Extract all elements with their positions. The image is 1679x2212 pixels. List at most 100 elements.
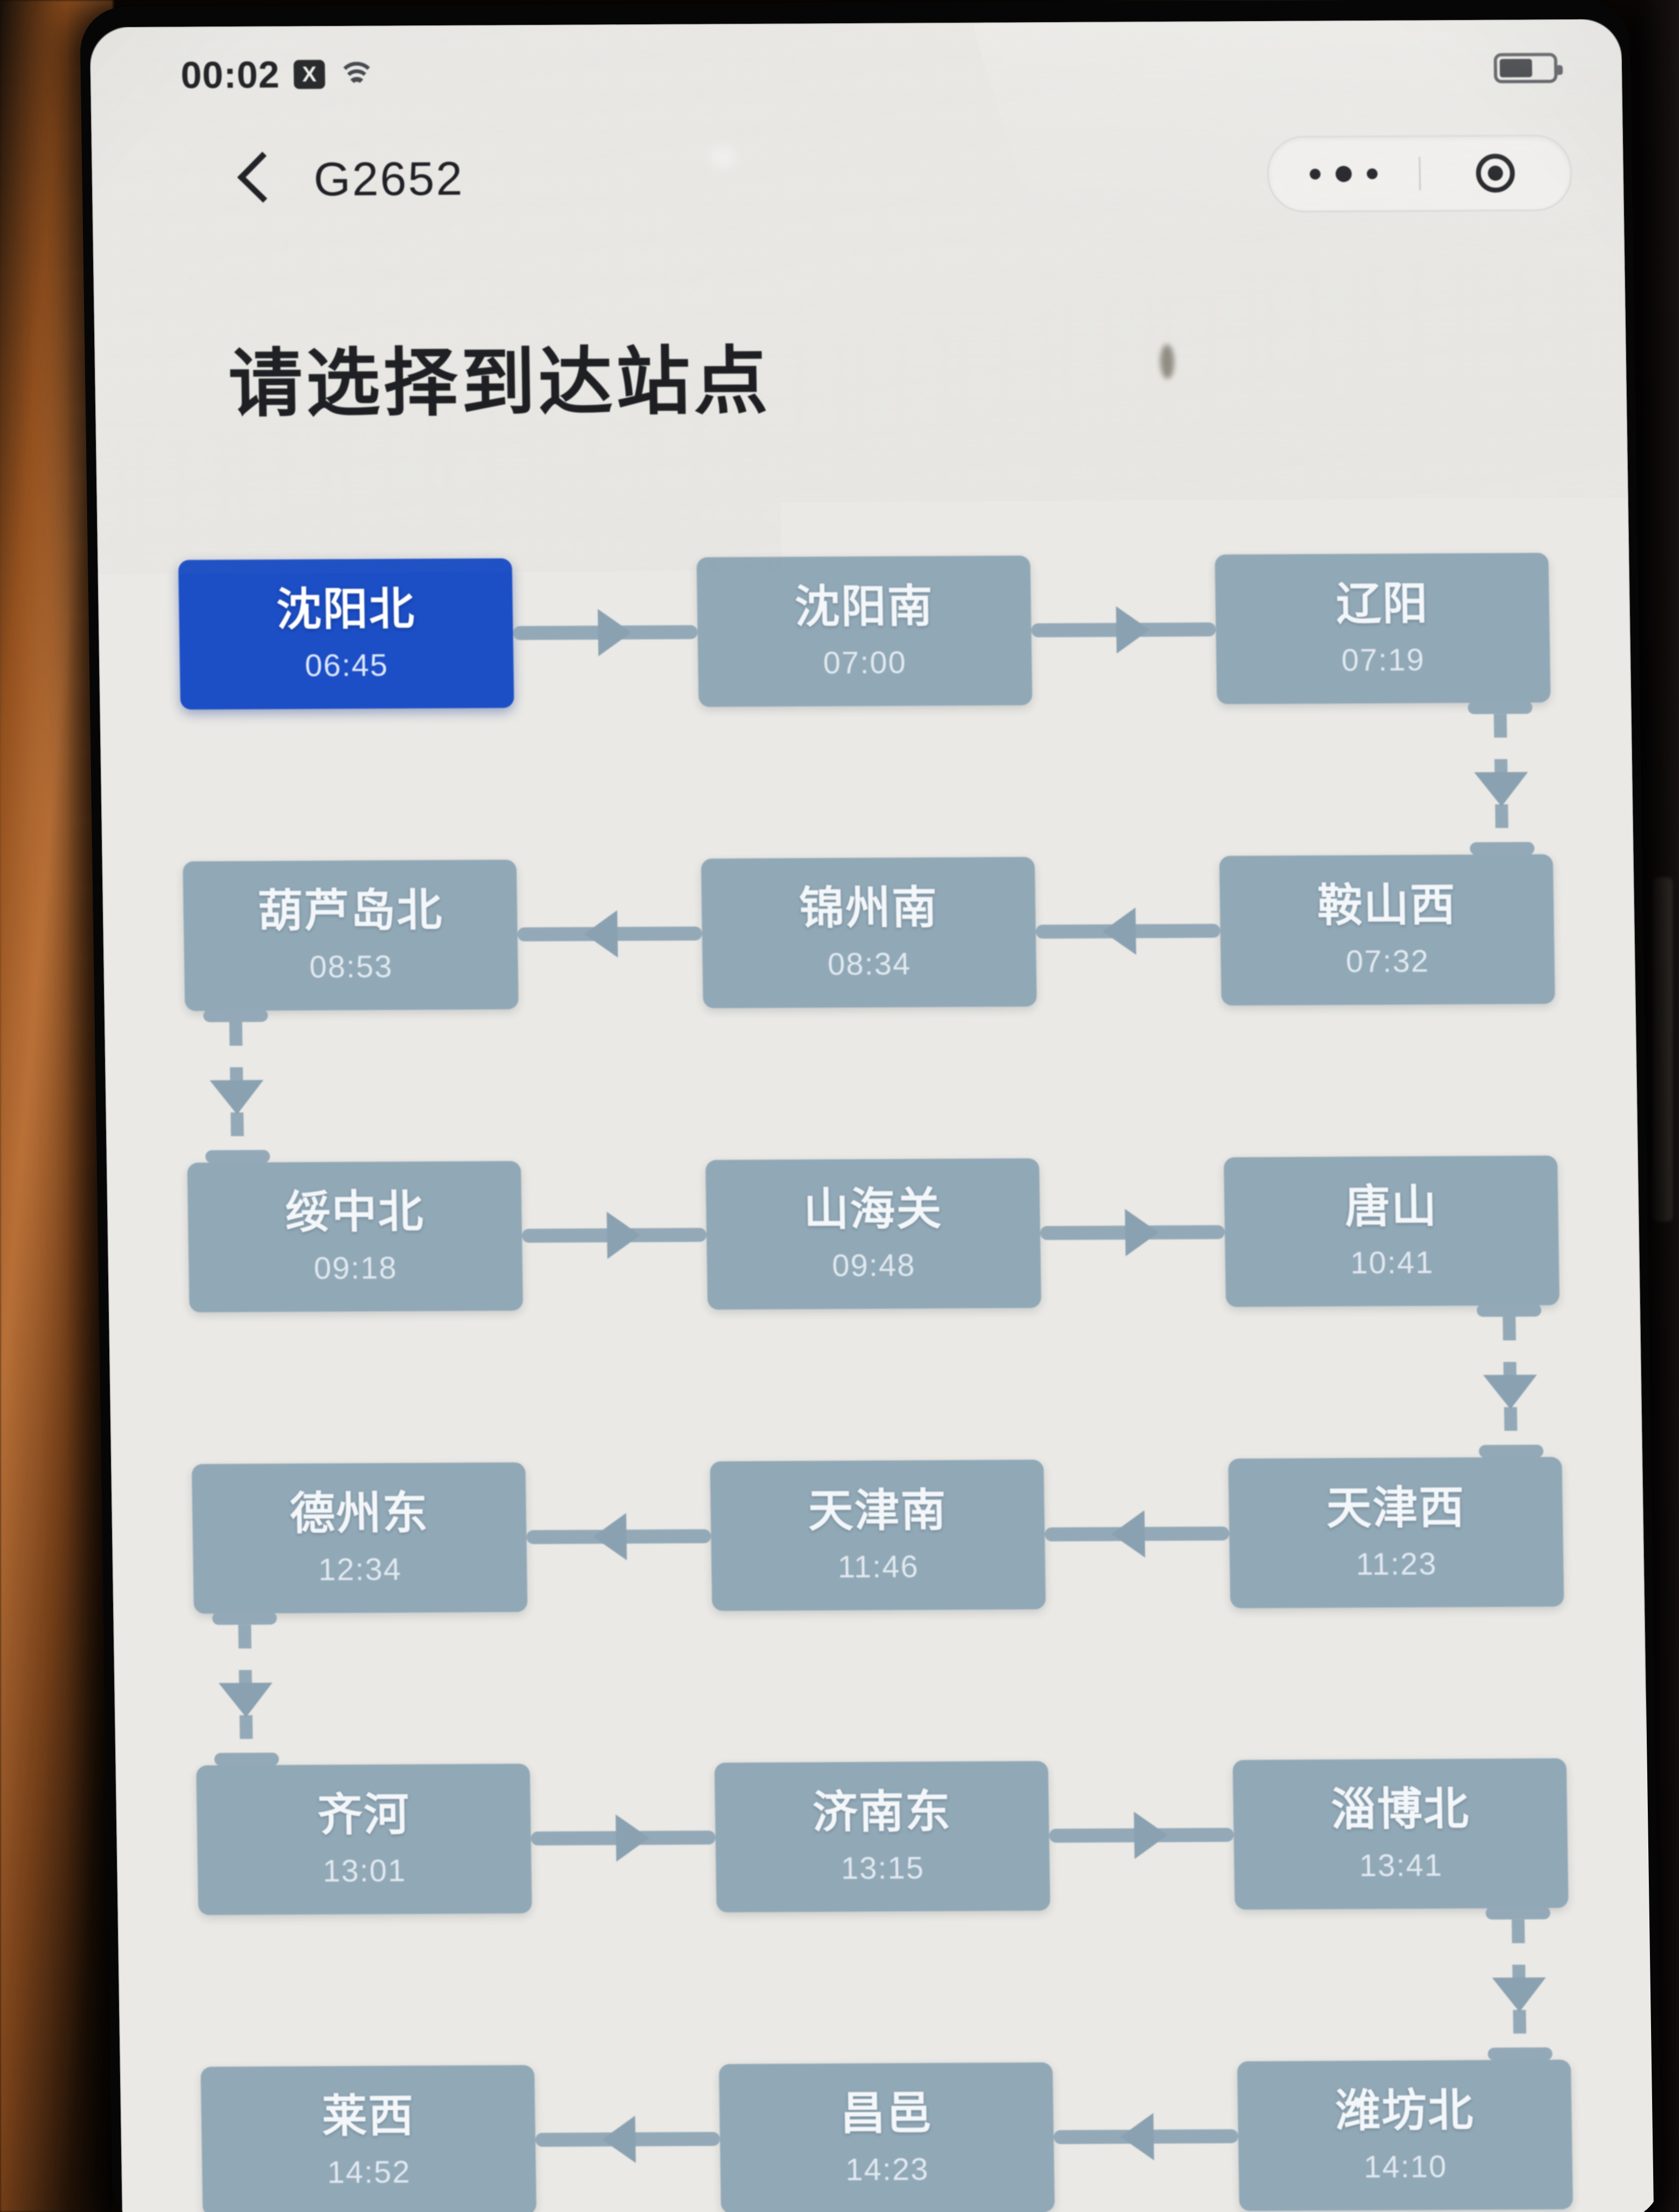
- arrow-right-icon: [1040, 1216, 1225, 1249]
- station-time: 08:34: [828, 948, 912, 980]
- wifi-icon: [339, 60, 375, 89]
- arrow-head: [583, 910, 617, 957]
- station-time: 13:01: [322, 1855, 406, 1887]
- station-name: 天津南: [808, 1488, 947, 1533]
- wrap-vhead: [210, 1080, 264, 1115]
- station-card[interactable]: 沈阳南 07:00: [696, 555, 1032, 707]
- station-row: 绥中北09:18 山海关 09:48 唐山 10:41: [187, 1150, 1560, 1318]
- phone-device: 00:02 X G2652: [80, 0, 1662, 2212]
- arrow-right-icon: [513, 616, 698, 649]
- station-time: 13:15: [841, 1852, 925, 1884]
- station-card[interactable]: 淄博北13:41: [1233, 1758, 1569, 1910]
- station-time: 09:48: [832, 1250, 916, 1281]
- wrap-vhead: [1483, 1375, 1537, 1410]
- wrap-stub: [1486, 1906, 1550, 1920]
- station-card[interactable]: 辽阳07:19: [1215, 553, 1550, 704]
- wrap-tail: [206, 1150, 270, 1164]
- station-card[interactable]: 潍坊北 14:10: [1237, 2060, 1573, 2211]
- station-card[interactable]: 齐河 13:01: [196, 1764, 532, 1915]
- status-clock: 00:02: [180, 53, 280, 97]
- wrap-tail: [1470, 842, 1534, 855]
- row-wrap-arrow-down-icon: [1464, 708, 1563, 848]
- station-card-selected[interactable]: 沈阳北06:45: [178, 558, 514, 709]
- station-time: 14:52: [327, 2157, 411, 2188]
- station-row: 鞍山西07:32 锦州南 08:34 葫芦岛北08:53: [182, 848, 1555, 1017]
- row-wrap-arrow-down-icon: [184, 1619, 283, 1758]
- target-circle-icon[interactable]: [1420, 153, 1571, 193]
- back-chevron-icon[interactable]: [221, 147, 286, 213]
- station-name: 昌邑: [840, 2090, 933, 2136]
- station-name: 唐山: [1345, 1184, 1438, 1229]
- station-time: 07:00: [823, 647, 907, 679]
- arrow-head: [602, 2116, 636, 2163]
- station-card[interactable]: 德州东12:34: [192, 1462, 527, 1614]
- station-card[interactable]: 唐山 10:41: [1224, 1156, 1560, 1307]
- station-time: 10:41: [1350, 1247, 1434, 1279]
- station-row: 齐河 13:01 济南东 13:15 淄博北13:41: [196, 1752, 1569, 1921]
- station-time: 14:23: [845, 2154, 929, 2186]
- phone-screen: 00:02 X G2652: [90, 19, 1654, 2212]
- wrap-tail: [214, 1752, 279, 1766]
- station-name: 莱西: [322, 2093, 415, 2139]
- screen-highlight-speck: [710, 147, 736, 167]
- arrow-right-icon: [1049, 1819, 1234, 1852]
- arrow-right-icon: [1031, 613, 1216, 646]
- station-name: 葫芦岛北: [257, 887, 443, 934]
- station-card[interactable]: 锦州南 08:34: [701, 857, 1037, 1008]
- station-name: 天津西: [1326, 1485, 1465, 1531]
- x-badge-icon: X: [294, 60, 326, 89]
- arrow-left-icon: [1035, 914, 1221, 948]
- wrap-tail: [1488, 2047, 1553, 2061]
- arrow-left-icon: [1045, 1517, 1230, 1551]
- arrow-left-icon: [526, 1520, 711, 1553]
- arrow-right-icon: [521, 1218, 707, 1252]
- wrap-vhead: [1492, 1977, 1547, 2012]
- arrow-left-icon: [535, 2123, 720, 2156]
- station-time: 14:10: [1364, 2151, 1448, 2183]
- station-name: 山海关: [803, 1186, 943, 1232]
- page-heading: 请选择到达站点: [228, 321, 772, 431]
- arrow-head: [1116, 606, 1149, 653]
- wrap-tail: [1479, 1445, 1543, 1458]
- station-time: 09:18: [314, 1252, 398, 1284]
- station-card[interactable]: 山海关 09:48: [706, 1158, 1041, 1309]
- station-time: 07:19: [1341, 644, 1425, 676]
- station-time: 11:23: [1356, 1548, 1437, 1580]
- more-dots-icon[interactable]: [1269, 165, 1419, 182]
- station-card[interactable]: 葫芦岛北08:53: [183, 860, 519, 1011]
- station-name: 潍坊北: [1335, 2088, 1475, 2133]
- wrap-vhead: [218, 1683, 273, 1718]
- arrow-head: [615, 1814, 649, 1862]
- arrow-head: [1111, 1510, 1145, 1558]
- wrap-stub: [203, 1009, 268, 1023]
- row-wrap-arrow-down-icon: [1482, 1914, 1581, 2053]
- station-name: 沈阳南: [794, 583, 934, 629]
- station-card[interactable]: 绥中北09:18: [187, 1161, 523, 1312]
- station-name: 齐河: [317, 1792, 410, 1837]
- wrap-vhead: [1474, 772, 1528, 807]
- station-row: 沈阳北06:45 沈阳南 07:00 辽阳07:19: [178, 547, 1551, 715]
- row-wrap-arrow-down-icon: [175, 1017, 274, 1156]
- station-card[interactable]: 莱西 14:52: [201, 2065, 537, 2212]
- station-name: 锦州南: [799, 885, 938, 931]
- arrow-head: [1133, 1812, 1167, 1859]
- arrow-head: [1125, 1209, 1159, 1256]
- station-card[interactable]: 天津南 11:46: [710, 1460, 1046, 1611]
- station-card[interactable]: 济南东 13:15: [715, 1761, 1050, 1912]
- status-bar: 00:02 X: [90, 19, 1623, 124]
- arrow-head: [1120, 2113, 1154, 2160]
- station-card[interactable]: 鞍山西07:32: [1219, 854, 1555, 1005]
- station-card[interactable]: 昌邑 14:23: [719, 2062, 1055, 2212]
- station-time: 11:46: [837, 1551, 919, 1583]
- phone-side-button[interactable]: [1653, 877, 1673, 1222]
- miniprogram-capsule: [1267, 135, 1572, 213]
- station-card[interactable]: 天津西 11:23: [1228, 1457, 1564, 1608]
- station-name: 济南东: [812, 1789, 951, 1835]
- arrow-left-icon: [517, 917, 702, 950]
- station-name: 鞍山西: [1317, 882, 1456, 928]
- wrap-stub: [1468, 701, 1532, 714]
- battery-icon: [1494, 53, 1558, 83]
- station-time: 06:45: [305, 650, 389, 681]
- battery-fill: [1500, 59, 1532, 77]
- screen-dust-speck: [1160, 344, 1175, 379]
